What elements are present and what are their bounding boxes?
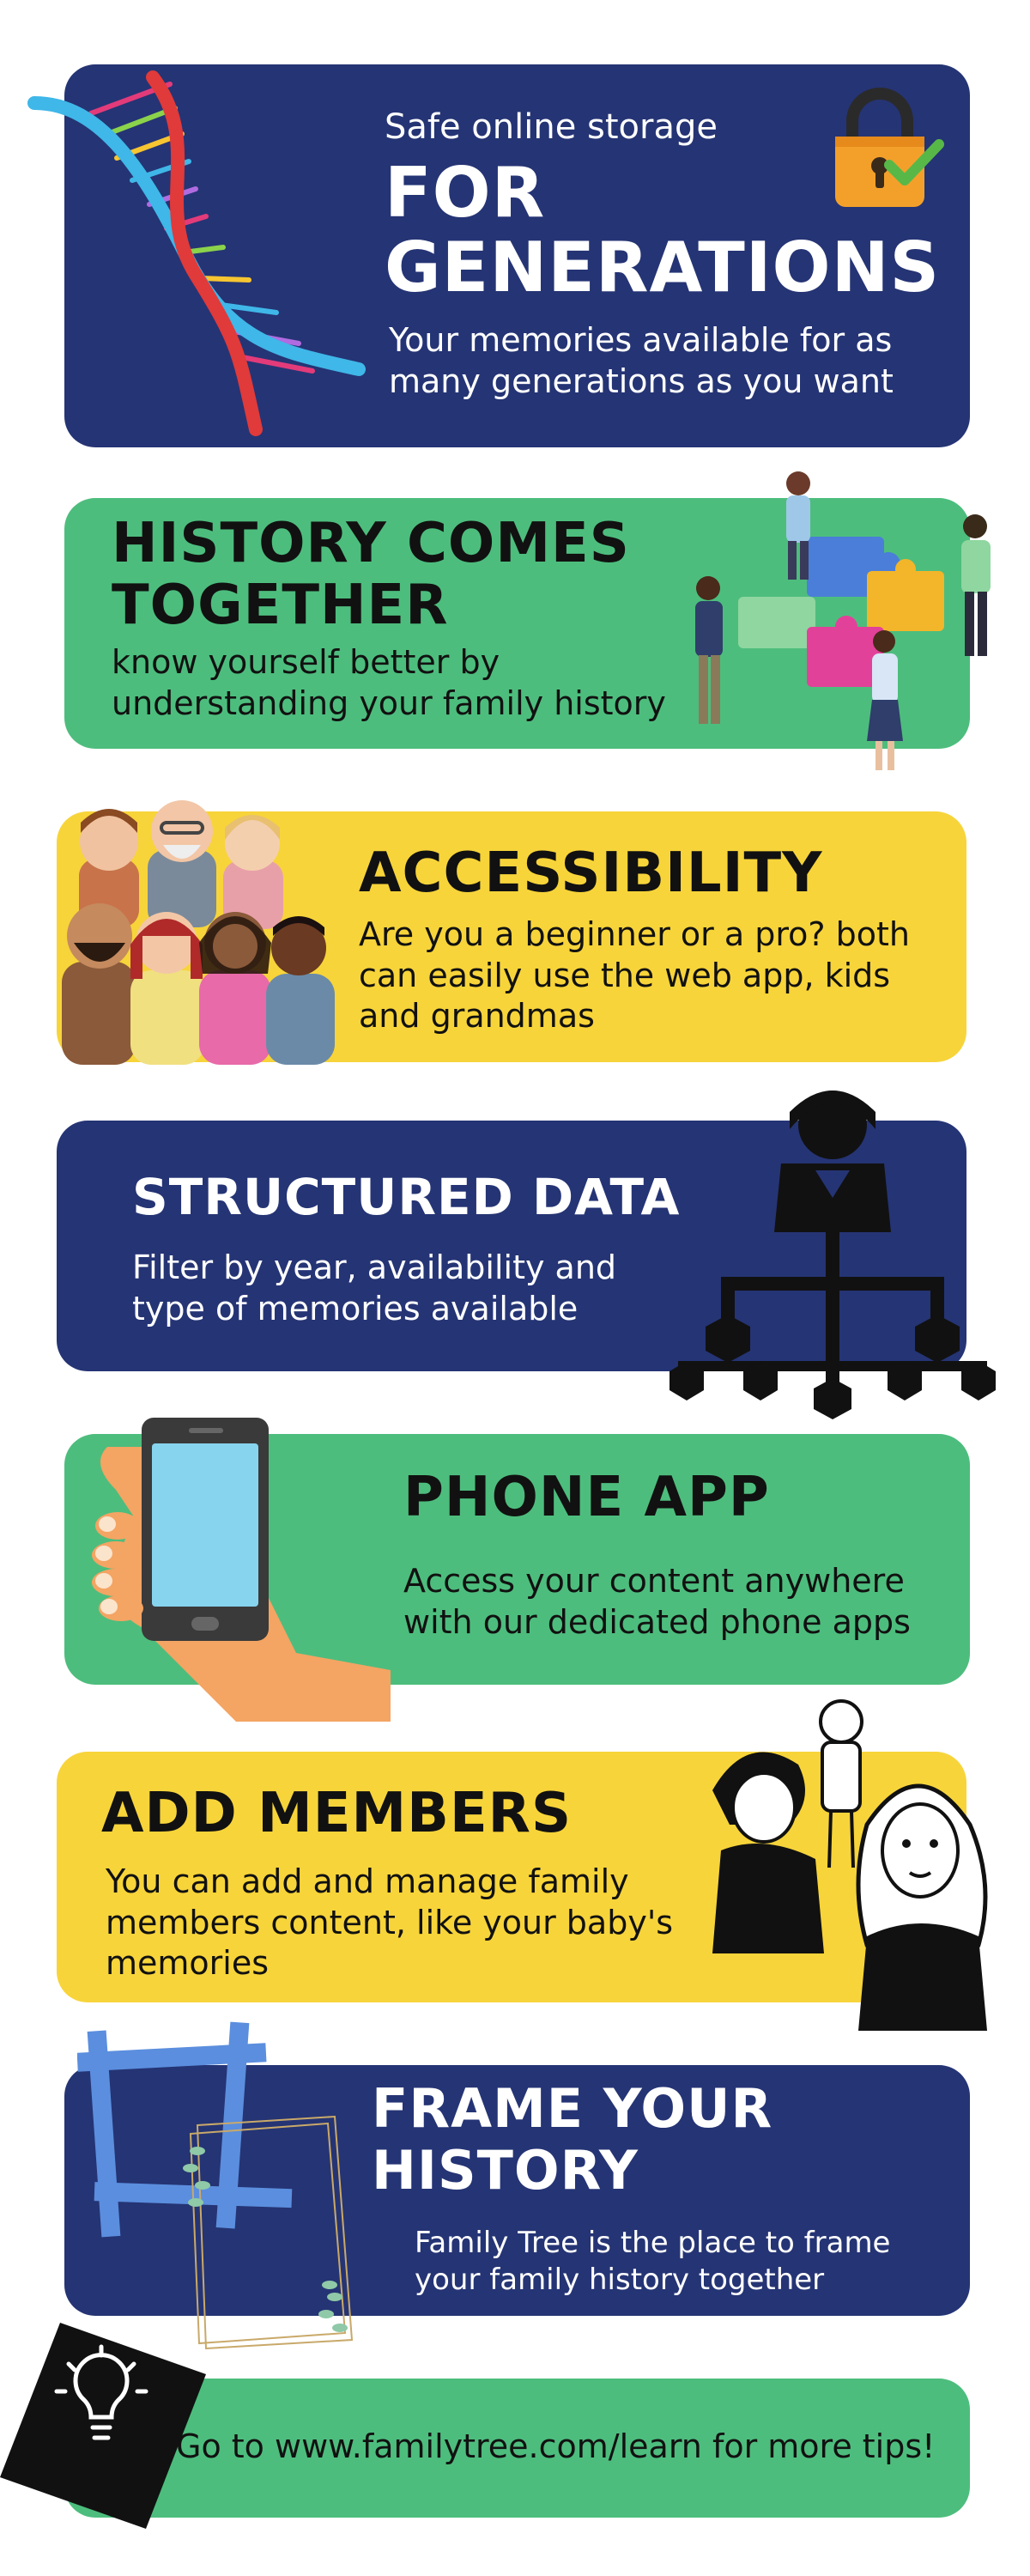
members-title: ADD MEMBERS	[101, 1782, 573, 1845]
accessibility-text: Are you a beginner or a pro? both can ea…	[359, 915, 911, 1035]
group-of-people-illustration	[62, 790, 354, 1065]
hero-title-line2: GENERATIONS	[385, 228, 941, 307]
accessibility-title: ACCESSIBILITY	[359, 841, 823, 905]
check-icon	[884, 137, 944, 189]
phone-title: PHONE APP	[403, 1466, 770, 1529]
structured-card: STRUCTURED DATA Filter by year, availabi…	[57, 1121, 966, 1371]
padlock-icon	[811, 83, 948, 221]
hero-kicker: Safe online storage	[385, 107, 718, 147]
hand-holding-phone-illustration	[82, 1413, 391, 1739]
structured-text: Filter by year, availability and type of…	[132, 1249, 617, 1327]
footer-text: Go to www.familytree.com/learn for more …	[176, 2427, 936, 2465]
photo-frames-illustration	[77, 2014, 386, 2374]
history-title: HISTORY COMES TOGETHER	[112, 512, 630, 637]
family-members-illustration	[695, 1696, 1004, 2039]
org-chart-icon	[661, 1078, 1004, 1421]
lightbulb-icon	[0, 2323, 206, 2529]
people-puzzle-illustration	[678, 468, 1021, 777]
hero-title-line1: FOR	[385, 153, 546, 233]
phone-text: Access your content anywhere with our de…	[403, 1562, 911, 1641]
footer-card: Go to www.familytree.com/learn for more …	[64, 2379, 970, 2518]
structured-title: STRUCTURED DATA	[132, 1168, 681, 1226]
frame-title-line1: FRAME YOUR	[372, 2077, 773, 2140]
members-card: ADD MEMBERS You can add and manage famil…	[57, 1752, 966, 2002]
history-text: know yourself better by understanding yo…	[112, 643, 666, 722]
dna-icon	[24, 69, 376, 447]
frame-title-line2: HISTORY	[372, 2139, 639, 2202]
hero-card: Safe online storage FOR GENERATIONS Your…	[64, 64, 970, 447]
frame-text: Family Tree is the place to frame your f…	[415, 2226, 891, 2297]
members-text: You can add and manage family members co…	[106, 1862, 674, 1982]
hero-subtitle: Your memories available for as many gene…	[389, 321, 894, 400]
